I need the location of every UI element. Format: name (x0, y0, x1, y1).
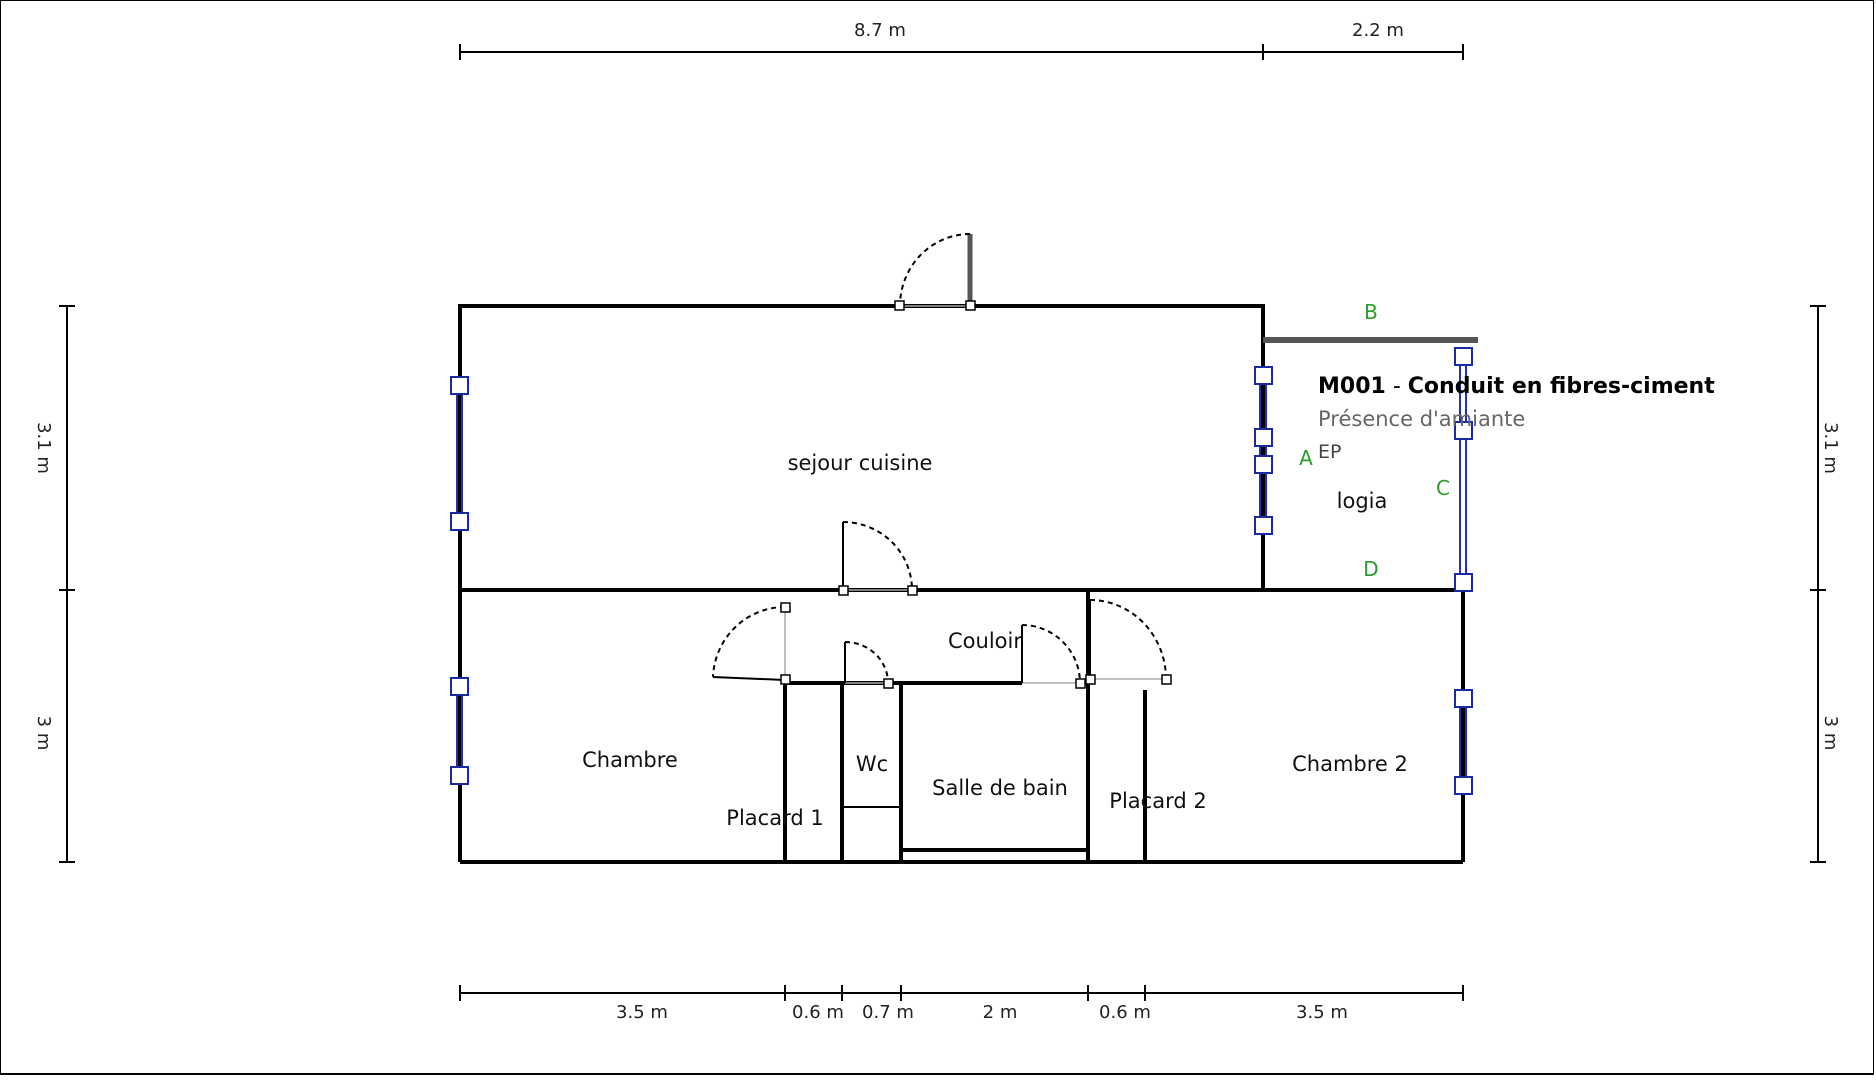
window-handle[interactable] (1254, 366, 1273, 385)
side-label-a[interactable]: A (1299, 446, 1313, 470)
walls (458, 304, 1478, 864)
dimension-label: 3.1 m (33, 422, 54, 474)
dimension-label: 3.5 m (1296, 1002, 1348, 1023)
room-label-salle-de-bain[interactable]: Salle de bain (932, 776, 1068, 800)
window-handle[interactable] (1454, 573, 1473, 592)
window-handle[interactable] (450, 512, 469, 531)
door-salle-de-bain[interactable] (1021, 624, 1086, 689)
room-label-placard-1[interactable]: Placard 1 (726, 806, 823, 830)
dimension-left: 3.1 m 3 m (33, 305, 75, 863)
asbestos-tooltip: M001 - Conduit en fibres-ciment Présence… (1318, 374, 1715, 463)
window-handle[interactable] (1454, 689, 1473, 708)
window-handle[interactable] (450, 677, 469, 696)
ep-marker[interactable]: EP (1318, 441, 1341, 463)
side-label-c[interactable]: C (1436, 476, 1450, 500)
room-label-logia[interactable]: logia (1337, 489, 1388, 513)
dimension-label: 3 m (1820, 716, 1841, 751)
side-label-b[interactable]: B (1364, 300, 1378, 324)
dimension-label: 3 m (33, 716, 54, 751)
door-chambre-2[interactable] (1085, 599, 1172, 685)
window-handle[interactable] (450, 376, 469, 395)
tooltip-subtitle: Présence d'amiante (1318, 407, 1525, 431)
window-handle[interactable] (1454, 347, 1473, 366)
tooltip-title: M001 - Conduit en fibres-ciment (1318, 374, 1715, 399)
dimension-label: 0.6 m (792, 1002, 844, 1023)
doors (712, 233, 1172, 689)
room-label-placard-2[interactable]: Placard 2 (1109, 789, 1206, 813)
logia-side-markers: A B C D (1299, 300, 1450, 581)
room-label-sejour[interactable]: sejour cuisine (788, 451, 933, 475)
dimension-label: 0.7 m (862, 1002, 914, 1023)
window-handle[interactable] (450, 766, 469, 785)
tooltip-material: Conduit en fibres-ciment (1408, 374, 1715, 399)
window-handle[interactable] (1254, 516, 1273, 535)
room-label-couloir[interactable]: Couloir (948, 629, 1022, 653)
windows (450, 347, 1473, 795)
door-sejour[interactable] (838, 521, 918, 596)
dimension-label: 3.5 m (616, 1002, 668, 1023)
dimension-label: 2 m (983, 1002, 1018, 1023)
window-handle[interactable] (1454, 421, 1473, 440)
dimension-label: 3.1 m (1820, 422, 1841, 474)
door-chambre[interactable] (712, 602, 791, 685)
window-handle[interactable] (1454, 776, 1473, 795)
dimension-label: 2.2 m (1352, 20, 1404, 41)
wall-exterior (458, 304, 1265, 862)
dimension-right: 3.1 m 3 m (1810, 305, 1841, 863)
tooltip-code: M001 (1318, 374, 1386, 399)
window-handle[interactable] (1254, 455, 1273, 474)
door-wc[interactable] (844, 641, 894, 689)
door-entry[interactable] (894, 233, 976, 311)
room-labels: sejour cuisine logia Couloir Chambre Pla… (582, 451, 1408, 830)
room-label-wc[interactable]: Wc (856, 752, 888, 776)
dimension-bottom: 3.5 m 0.6 m 0.7 m 2 m 0.6 m 3.5 m (459, 985, 1464, 1023)
window-handle[interactable] (1254, 428, 1273, 447)
tooltip-separator: - (1386, 374, 1408, 399)
side-label-d[interactable]: D (1363, 557, 1378, 581)
room-label-chambre[interactable]: Chambre (582, 748, 678, 772)
dimension-label: 8.7 m (854, 20, 906, 41)
dimension-top: 8.7 m 2.2 m (459, 20, 1464, 60)
room-label-chambre-2[interactable]: Chambre 2 (1292, 752, 1408, 776)
dimension-label: 0.6 m (1099, 1002, 1151, 1023)
